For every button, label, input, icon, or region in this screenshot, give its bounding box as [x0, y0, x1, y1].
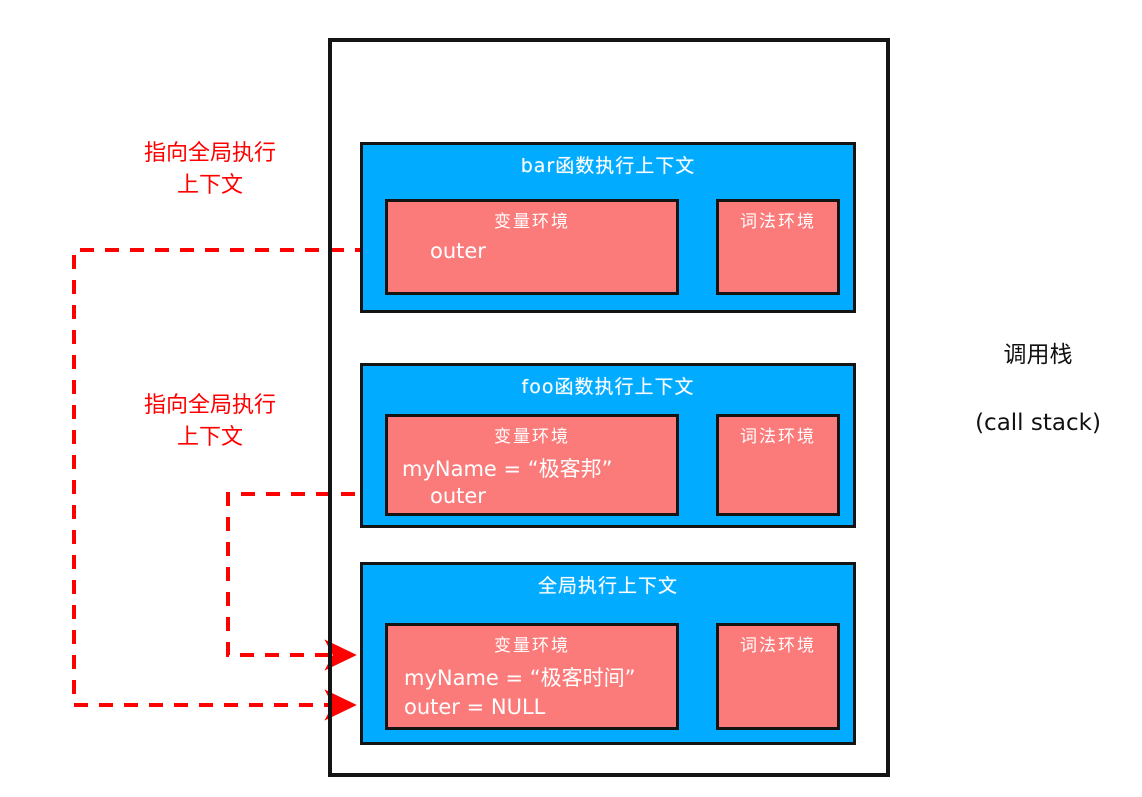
variable-environment-foo[interactable]: 变量环境 myName = “极客邦” outer — [385, 414, 679, 516]
call-stack-caption-line2: (call stack) — [975, 410, 1101, 436]
annotation-bar-outer-pointer: 指向全局执行 上下文 — [143, 141, 276, 198]
call-stack-frame — [328, 38, 890, 777]
execution-context-global[interactable]: 全局执行上下文 变量环境 myName = “极客时间” outer = NUL… — [360, 562, 856, 745]
variable-environment-title: 变量环境 — [494, 427, 570, 447]
call-stack-caption: 调用栈 (call stack) — [938, 304, 1138, 474]
variable-environment-bar[interactable]: 变量环境 outer — [385, 199, 679, 295]
call-stack-caption-line1: 调用栈 — [1003, 342, 1073, 368]
variable-entry-outer: outer = NULL — [404, 695, 546, 719]
context-title-global: 全局执行上下文 — [537, 575, 678, 597]
lexical-environment-title: 词法环境 — [740, 427, 816, 447]
execution-context-foo[interactable]: foo函数执行上下文 变量环境 myName = “极客邦” outer 词法环… — [360, 363, 856, 528]
lexical-environment-foo[interactable]: 词法环境 — [716, 414, 840, 516]
variable-entry-outer: outer — [430, 239, 486, 263]
variable-environment-global[interactable]: 变量环境 myName = “极客时间” outer = NULL — [385, 623, 679, 730]
annotation-foo-outer-pointer: 指向全局执行 上下文 — [143, 393, 276, 450]
variable-environment-title: 变量环境 — [494, 212, 570, 232]
lexical-environment-title: 词法环境 — [740, 636, 816, 656]
variable-entry-outer: outer — [430, 484, 486, 508]
context-title-foo: foo函数执行上下文 — [521, 376, 695, 398]
variable-entry-myname: myName = “极客邦” — [402, 457, 613, 481]
variable-entry-myname: myName = “极客时间” — [404, 666, 636, 690]
execution-context-bar[interactable]: bar函数执行上下文 变量环境 outer 词法环境 — [360, 142, 856, 313]
lexical-environment-title: 词法环境 — [740, 212, 816, 232]
lexical-environment-bar[interactable]: 词法环境 — [716, 199, 840, 295]
context-title-bar: bar函数执行上下文 — [520, 155, 696, 177]
variable-environment-title: 变量环境 — [494, 636, 570, 656]
lexical-environment-global[interactable]: 词法环境 — [716, 623, 840, 730]
